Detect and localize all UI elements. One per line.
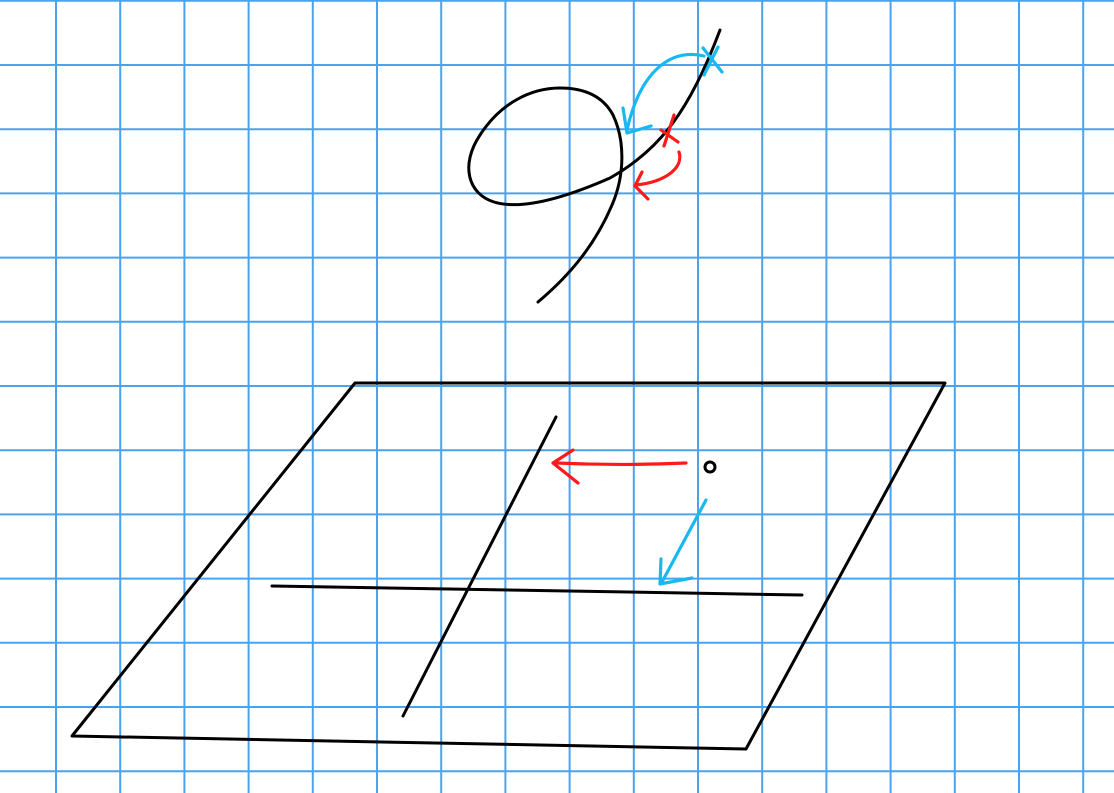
line-in-plane-horizontal bbox=[270, 584, 804, 597]
red-arrow-point-to-slanted-line bbox=[551, 448, 688, 485]
plane-parallelogram bbox=[70, 381, 947, 751]
point-above-plane bbox=[703, 460, 717, 474]
blue-arrow-to-loop bbox=[621, 53, 706, 135]
line-in-plane-slanted bbox=[401, 415, 558, 718]
blue-x-mark-on-curve bbox=[701, 45, 724, 77]
red-x-mark-on-curve bbox=[659, 113, 680, 148]
blue-arrow-point-to-horizontal-line bbox=[658, 498, 708, 586]
curve-main-stroke bbox=[467, 28, 722, 304]
curve-with-loop bbox=[467, 28, 722, 304]
red-arrow-to-crossing bbox=[633, 150, 682, 201]
